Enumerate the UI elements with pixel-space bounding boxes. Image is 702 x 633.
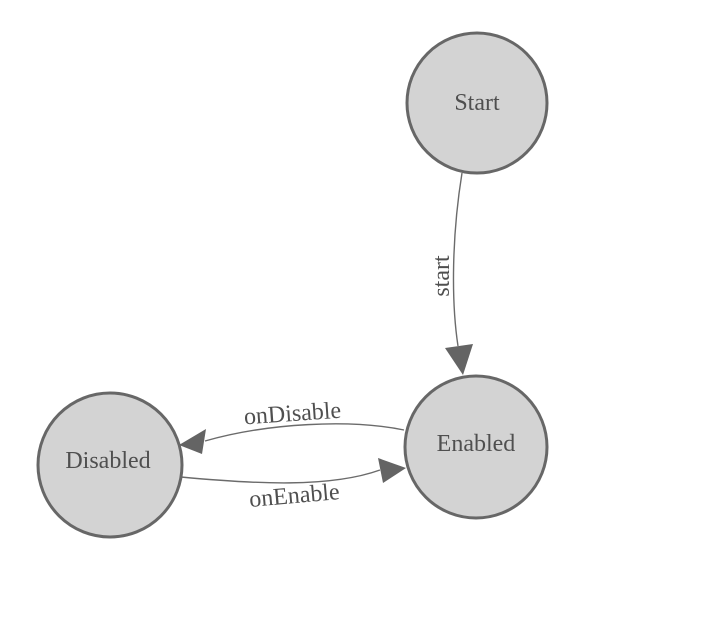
node-circle[interactable] bbox=[36, 391, 184, 539]
edge-label-ondisable: onDisable bbox=[243, 398, 342, 431]
node-label-disabled: Disabled bbox=[65, 448, 150, 474]
edge-label-start: start bbox=[429, 255, 455, 297]
arrowhead-icon bbox=[445, 344, 473, 375]
node-label-enabled: Enabled bbox=[437, 431, 516, 457]
edge-start-to-enabled: start bbox=[429, 172, 473, 375]
edge-start-path bbox=[452, 172, 463, 347]
node-circle[interactable] bbox=[403, 374, 549, 520]
edge-ondisable-path bbox=[204, 423, 405, 442]
arrowhead-icon bbox=[378, 458, 406, 483]
arrowhead-icon bbox=[179, 429, 206, 454]
node-label-start: Start bbox=[454, 90, 500, 116]
state-node-disabled[interactable]: Disabled bbox=[36, 391, 184, 539]
state-node-enabled[interactable]: Enabled bbox=[403, 374, 549, 520]
state-node-start[interactable]: Start bbox=[405, 31, 549, 175]
edge-label-onenable: onEnable bbox=[248, 479, 341, 513]
edge-onenable-path bbox=[180, 469, 381, 484]
node-circle[interactable] bbox=[405, 31, 549, 175]
edge-disabled-to-enabled: onEnable bbox=[180, 458, 406, 513]
edge-enabled-to-disabled: onDisable bbox=[179, 398, 405, 454]
